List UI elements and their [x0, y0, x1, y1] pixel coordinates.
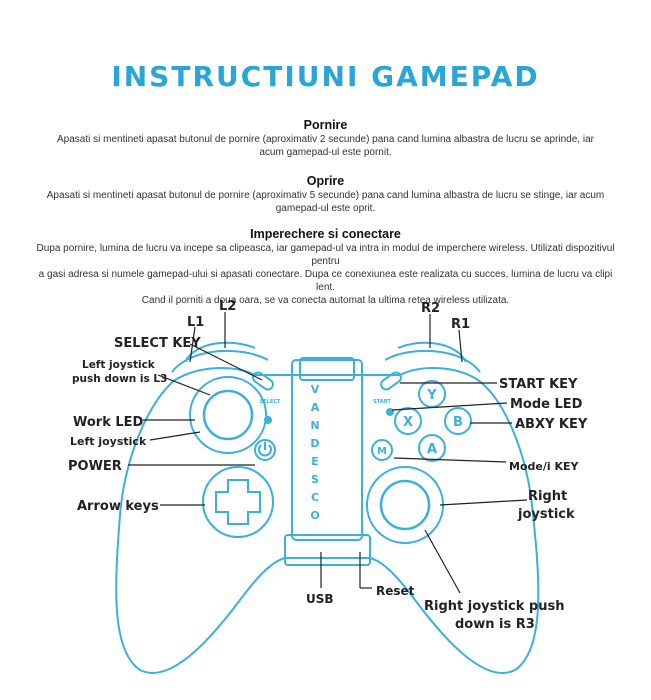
b-button-label: B: [453, 415, 463, 430]
brand-letter-6: S: [311, 473, 319, 486]
b-button: [444, 407, 472, 435]
select-text: SELECT: [260, 399, 281, 405]
label-right-joystick-2: joystick: [517, 507, 575, 522]
section-pornire: Pornire Apasati si mentineti apasat buto…: [30, 118, 621, 159]
start-button: [380, 371, 402, 391]
x-button-label: X: [403, 415, 413, 430]
label-l1: L1: [187, 315, 204, 330]
gamepad-diagram: Y X B A M SELECT START V A N D E S C O: [68, 299, 588, 674]
brand-letter-5: E: [311, 455, 319, 468]
section-imperechere: Imperechere si conectare Dupa pornire, l…: [30, 227, 621, 307]
arrow-keys-icon: [215, 479, 261, 525]
brand-letter-1: V: [311, 383, 320, 396]
a-button-label: A: [427, 442, 437, 457]
section-heading: Oprire: [306, 174, 345, 188]
r1-bumper: [384, 349, 481, 373]
right-joystick-inner: [379, 479, 431, 531]
bottom-port-area: [284, 534, 371, 566]
brand-letter-4: D: [310, 437, 319, 450]
section-heading: Imperechere si conectare: [250, 227, 401, 241]
section-oprire: Oprire Apasati si mentineti apasat buton…: [30, 174, 621, 215]
brand-letter-7: C: [311, 491, 319, 504]
left-joystick-inner: [202, 389, 254, 441]
label-work-led: Work LED: [73, 415, 144, 430]
mode-button: [371, 439, 393, 461]
label-arrow-keys: Arrow keys: [77, 499, 159, 514]
label-right-joystick-1: Right: [528, 489, 567, 504]
label-left-joystick-push-1: Left joystick: [82, 359, 156, 371]
power-icon: [258, 442, 272, 457]
l2-trigger: [184, 341, 256, 363]
label-mode-i-key: Mode/i KEY: [509, 460, 579, 473]
callout-lines: [128, 312, 528, 594]
brand-letter-3: N: [310, 419, 319, 432]
a-button: [418, 434, 446, 462]
label-start-key: START KEY: [499, 377, 578, 392]
label-reset: Reset: [376, 584, 415, 598]
label-mode-led: Mode LED: [510, 397, 583, 412]
controller-body-outline: [115, 367, 540, 674]
center-strip: [291, 359, 363, 541]
brand-letter-8: O: [310, 509, 319, 522]
l1-bumper: [171, 349, 269, 373]
label-left-joystick: Left joystick: [70, 435, 147, 448]
section-text: Apasati si mentineti apasat butonul de p…: [46, 190, 605, 214]
dpad-ring: [202, 466, 274, 538]
section-text: Apasati si mentineti apasat butonul de p…: [57, 134, 594, 158]
label-left-joystick-push-2: push down is L3: [72, 373, 167, 385]
power-button: [254, 439, 276, 461]
mode-led: [386, 408, 394, 416]
brand-letter-2: A: [311, 401, 320, 414]
section-text: Dupa pornire, lumina de lucru va incepe …: [36, 243, 615, 306]
label-right-push-1: Right joystick push: [424, 599, 564, 614]
label-abxy-key: ABXY KEY: [515, 417, 588, 432]
right-joystick-outer: [366, 466, 444, 544]
select-button: [252, 371, 274, 391]
label-right-push-2: down is R3: [455, 617, 535, 632]
label-power: POWER: [68, 459, 122, 474]
left-joystick-outer: [189, 376, 267, 454]
page-title: INSTRUCTIUNI GAMEPAD: [111, 60, 540, 93]
label-usb: USB: [306, 592, 334, 606]
x-button: [394, 407, 422, 435]
section-heading: Pornire: [303, 118, 348, 132]
phone-clip: [299, 357, 355, 381]
r2-trigger: [397, 341, 467, 363]
label-r2: R2: [421, 301, 440, 316]
m-button-label: M: [377, 446, 387, 457]
label-select-key: SELECT KEY: [114, 336, 201, 351]
y-button-label: Y: [426, 388, 437, 403]
work-led: [264, 416, 272, 424]
start-text: START: [373, 399, 391, 405]
brand-vertical-text: V A N D E S C O: [310, 383, 319, 522]
label-l2: L2: [219, 299, 236, 314]
label-r1: R1: [451, 317, 470, 332]
